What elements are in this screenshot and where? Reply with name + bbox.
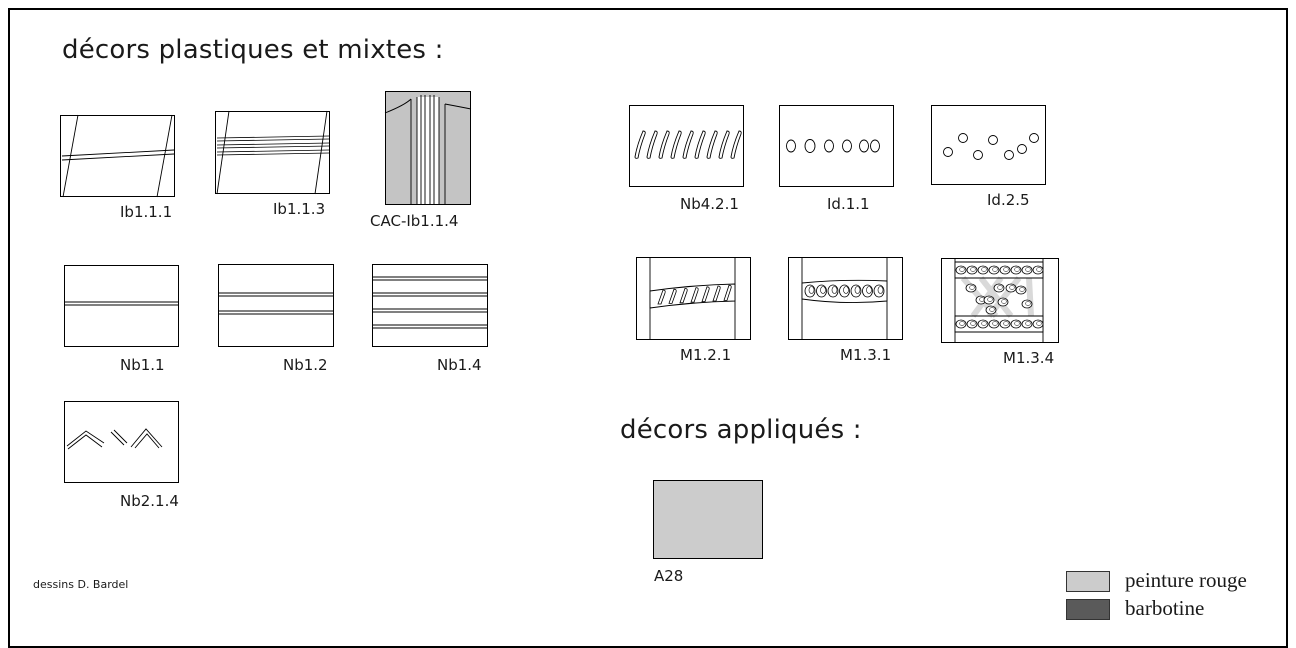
swatch-nb214-label: Nb2.1.4 — [120, 492, 179, 510]
legend-swatch-slip — [1066, 599, 1110, 620]
swatch-m121 — [636, 257, 751, 340]
swatch-m134-label: M1.3.4 — [1003, 349, 1055, 367]
swatch-ib111 — [60, 114, 175, 198]
swatch-cac — [384, 91, 472, 205]
swatch-a28-label: A28 — [654, 567, 684, 585]
swatch-m131-label: M1.3.1 — [840, 346, 892, 364]
swatch-ib113 — [215, 110, 330, 195]
legend-label-slip: barbotine — [1125, 596, 1205, 620]
drawing-credit: dessins D. Bardel — [33, 578, 129, 591]
swatch-m134 — [941, 258, 1059, 343]
swatch-ib113-label: Ib1.1.3 — [273, 200, 326, 218]
swatch-nb11-label: Nb1.1 — [120, 356, 165, 374]
swatch-nb421-marks — [634, 130, 742, 159]
legend-label-red-paint: peinture rouge — [1125, 568, 1247, 592]
swatch-id11 — [779, 105, 894, 187]
title-plastic-decors: décors plastiques et mixtes : — [62, 35, 444, 65]
swatch-id11-label: Id.1.1 — [827, 195, 870, 213]
swatch-m121-label: M1.2.1 — [680, 346, 732, 364]
swatch-id25-label: Id.2.5 — [987, 191, 1030, 209]
swatch-nb11 — [64, 265, 179, 347]
swatch-m131 — [788, 257, 903, 340]
swatch-nb14 — [372, 264, 488, 347]
swatch-m121-marks — [657, 284, 732, 305]
swatch-m134-marks — [955, 265, 1044, 329]
title-applied-decors: décors appliqués : — [620, 415, 862, 445]
legend-swatch-red-paint — [1066, 571, 1110, 592]
swatch-nb12-label: Nb1.2 — [283, 356, 328, 374]
swatch-nb421-label: Nb4.2.1 — [680, 195, 739, 213]
swatch-ib111-label: Ib1.1.1 — [120, 203, 173, 221]
swatch-m131-marks — [804, 284, 885, 298]
swatch-nb214 — [64, 401, 179, 483]
swatch-nb14-label: Nb1.4 — [437, 356, 482, 374]
swatch-id25 — [931, 105, 1046, 185]
swatch-nb12 — [218, 264, 334, 347]
swatch-cac-label: CAC-Ib1.1.4 — [370, 212, 459, 230]
swatch-a28 — [653, 480, 763, 559]
swatch-nb421 — [629, 105, 744, 187]
